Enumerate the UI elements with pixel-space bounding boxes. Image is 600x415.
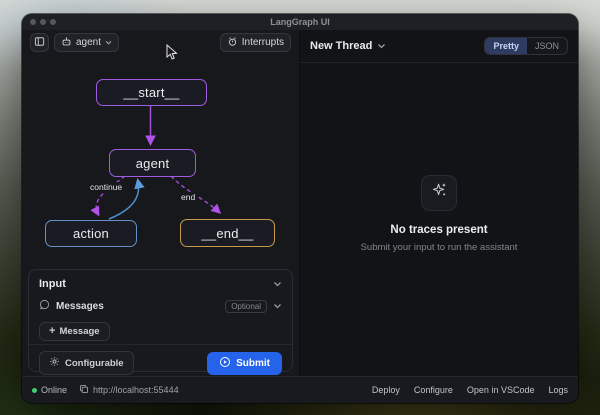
messages-field-row[interactable]: Messages Optional [29,293,292,319]
add-message-button[interactable]: + Message [39,322,110,341]
server-url-wrap: http://localhost:55444 [79,384,179,396]
minimize-window-button[interactable] [40,19,46,25]
add-message-label: Message [59,326,100,337]
graph-panel: agent Interrupts [22,30,300,376]
main-area: agent Interrupts [22,30,578,376]
sidebar-toggle-button[interactable] [30,33,49,52]
logs-link[interactable]: Logs [548,385,568,395]
titlebar: LangGraph UI [22,14,578,30]
interrupts-label: Interrupts [241,37,284,48]
message-bubble-icon [39,297,50,315]
graph-node-end[interactable]: __end__ [180,219,275,247]
configure-link[interactable]: Configure [413,385,453,395]
view-mode-toggle: Pretty JSON [484,37,568,55]
view-mode-json[interactable]: JSON [534,41,559,51]
online-label: Online [41,385,68,395]
play-circle-icon [219,356,231,371]
online-dot-icon [32,387,37,393]
sparkles-icon [431,182,447,203]
input-panel-header[interactable]: Input [29,270,292,293]
thread-panel: New Thread Pretty JSON [300,30,578,376]
assistant-select-dropdown[interactable]: agent [54,33,120,52]
plus-icon: + [49,325,56,337]
input-panel-footer: Configurable Submit [29,344,292,381]
graph-toolbar: agent Interrupts [22,30,299,55]
submit-button[interactable]: Submit [207,351,282,375]
optional-badge: Optional [225,299,267,313]
input-panel: Input Messages Optional [28,269,293,375]
status-bar-links: Deploy Configure Open in VSCode Logs [372,385,568,395]
input-panel-title: Input [39,278,66,290]
assistant-label: agent [76,37,102,48]
panel-left-icon [34,36,45,50]
submit-label: Submit [236,357,270,369]
bot-icon [61,36,72,50]
close-window-button[interactable] [30,19,36,25]
copy-icon[interactable] [79,384,89,396]
gear-icon [49,356,60,370]
window-controls [30,19,56,25]
messages-field-label: Messages [56,300,104,312]
chevron-down-icon[interactable] [377,43,386,49]
sparkles-icon-box [421,174,457,211]
view-mode-pretty[interactable]: Pretty [485,38,527,54]
interrupts-button[interactable]: Interrupts [219,33,291,52]
app-window: LangGraph UI [22,14,578,403]
window-title: LangGraph UI [270,17,330,27]
thread-header: New Thread Pretty JSON [300,30,578,63]
thread-title: New Thread [310,40,373,52]
graph-node-agent[interactable]: agent [109,149,196,177]
configurable-button[interactable]: Configurable [39,351,134,375]
chevron-down-icon[interactable] [273,303,282,309]
edge-label-continue: continue [88,182,125,192]
chevron-down-icon[interactable] [273,281,282,287]
configurable-label: Configurable [65,357,124,369]
edge-label-end: end [179,192,198,202]
empty-state-title: No traces present [390,223,488,236]
graph-node-action[interactable]: action [45,220,137,247]
alarm-icon [227,36,238,50]
zoom-window-button[interactable] [50,19,56,25]
server-url: http://localhost:55444 [93,385,179,395]
online-status: Online [32,385,67,395]
empty-state-subtitle: Submit your input to run the assistant [360,241,518,253]
thread-empty-state: No traces present Submit your input to r… [300,57,578,370]
deploy-link[interactable]: Deploy [371,385,400,395]
graph-node-start[interactable]: __start__ [96,79,207,106]
status-bar: Online http://localhost:55444 Deploy Con… [22,376,578,403]
open-in-vscode-link[interactable]: Open in VSCode [466,385,535,395]
chevron-down-icon [105,40,112,45]
